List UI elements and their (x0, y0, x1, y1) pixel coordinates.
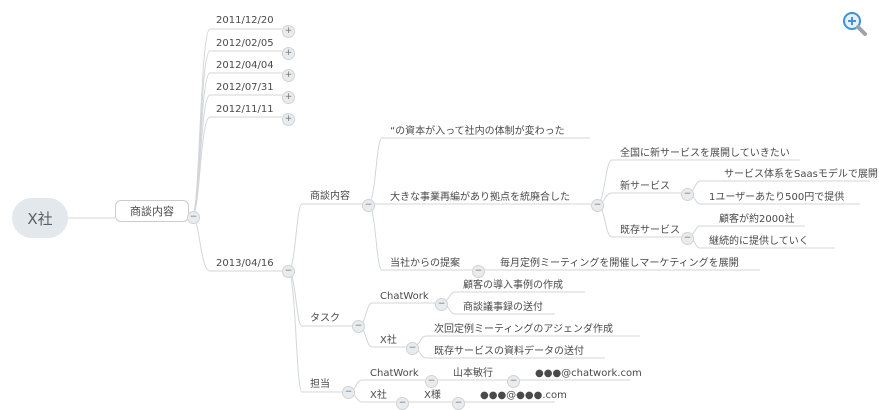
collapse-toggle[interactable]: − (452, 397, 465, 410)
content-node[interactable]: 全国に新サービスを展開していきたい (620, 148, 790, 159)
connector-line (191, 216, 211, 272)
expand-toggle[interactable]: + (282, 69, 295, 82)
content-node[interactable]: 当社からの提案 (390, 258, 460, 269)
content-node[interactable]: X社 (370, 390, 387, 401)
content-node[interactable]: ChatWork (370, 368, 419, 379)
date-node[interactable]: 2013/04/16 (216, 258, 274, 269)
content-node[interactable]: 1ユーザーあたり500円で提供 (709, 192, 845, 203)
connector-line (596, 159, 613, 205)
content-node[interactable]: ●●●@●●●.com (480, 390, 567, 401)
date-node[interactable]: 2012/07/31 (216, 82, 274, 93)
collapse-toggle[interactable]: − (406, 342, 419, 355)
collapse-toggle[interactable]: − (425, 375, 438, 388)
expand-toggle[interactable]: + (282, 113, 295, 126)
content-node[interactable]: 既存サービス (620, 225, 680, 236)
collapse-toggle[interactable]: − (342, 386, 355, 399)
collapse-toggle[interactable]: − (681, 232, 694, 245)
root-node[interactable]: X社 (12, 198, 68, 238)
collapse-toggle[interactable]: − (681, 188, 694, 201)
connector-line (287, 203, 303, 272)
content-node[interactable]: “の資本が入って社内の体制が変わった (390, 126, 565, 137)
branch-node-shodan[interactable]: 商談内容 (115, 200, 189, 222)
topic-node[interactable]: 担当 (310, 379, 330, 390)
zoom-in-icon[interactable] (842, 11, 868, 37)
content-node[interactable]: 山本敏行 (453, 368, 493, 379)
date-node[interactable]: 2012/04/04 (216, 60, 274, 71)
content-node[interactable]: 既存サービスの資料データの送付 (434, 346, 584, 357)
connector-line (367, 137, 383, 205)
date-node[interactable]: 2012/02/05 (216, 38, 274, 49)
content-node[interactable]: サービス体系をSaasモデルで展開 (724, 169, 878, 180)
topic-node[interactable]: タスク (310, 313, 340, 324)
content-node[interactable]: ChatWork (380, 291, 429, 302)
content-node[interactable]: 大きな事業再編があり拠点を統廃合した (390, 192, 570, 203)
content-node[interactable]: 商談議事録の送付 (463, 302, 543, 313)
collapse-toggle[interactable]: − (472, 265, 485, 278)
collapse-toggle[interactable]: − (352, 320, 365, 333)
content-node[interactable]: 継続的に提供していく (709, 236, 809, 247)
topic-node[interactable]: 商談内容 (310, 191, 350, 202)
date-node[interactable]: 2011/12/20 (216, 15, 274, 26)
content-node[interactable]: 顧客の導入事例の作成 (463, 280, 563, 291)
expand-toggle[interactable]: + (282, 91, 295, 104)
collapse-toggle[interactable]: − (591, 199, 604, 212)
date-node[interactable]: 2012/11/11 (216, 104, 274, 115)
collapse-toggle[interactable]: − (362, 199, 375, 212)
connector-line (287, 270, 303, 393)
content-node[interactable]: ●●●@chatwork.com (535, 368, 642, 379)
collapse-toggle[interactable]: − (282, 265, 295, 278)
collapse-toggle[interactable]: − (396, 397, 409, 410)
expand-toggle[interactable]: + (282, 25, 295, 38)
collapse-toggle[interactable]: − (187, 211, 200, 224)
collapse-toggle[interactable]: − (507, 375, 520, 388)
collapse-toggle[interactable]: − (435, 298, 448, 311)
content-node[interactable]: 新サービス (620, 181, 670, 192)
content-node[interactable]: 毎月定例ミーティングを開催しマーケティングを展開 (500, 258, 739, 269)
connector-line (367, 203, 383, 271)
content-node[interactable]: 次回定例ミーティングのアジェンダ作成 (434, 324, 613, 335)
content-node[interactable]: X様 (424, 390, 441, 401)
expand-toggle[interactable]: + (282, 47, 295, 60)
content-node[interactable]: X社 (380, 335, 397, 346)
content-node[interactable]: 顧客が約2000社 (719, 214, 795, 225)
